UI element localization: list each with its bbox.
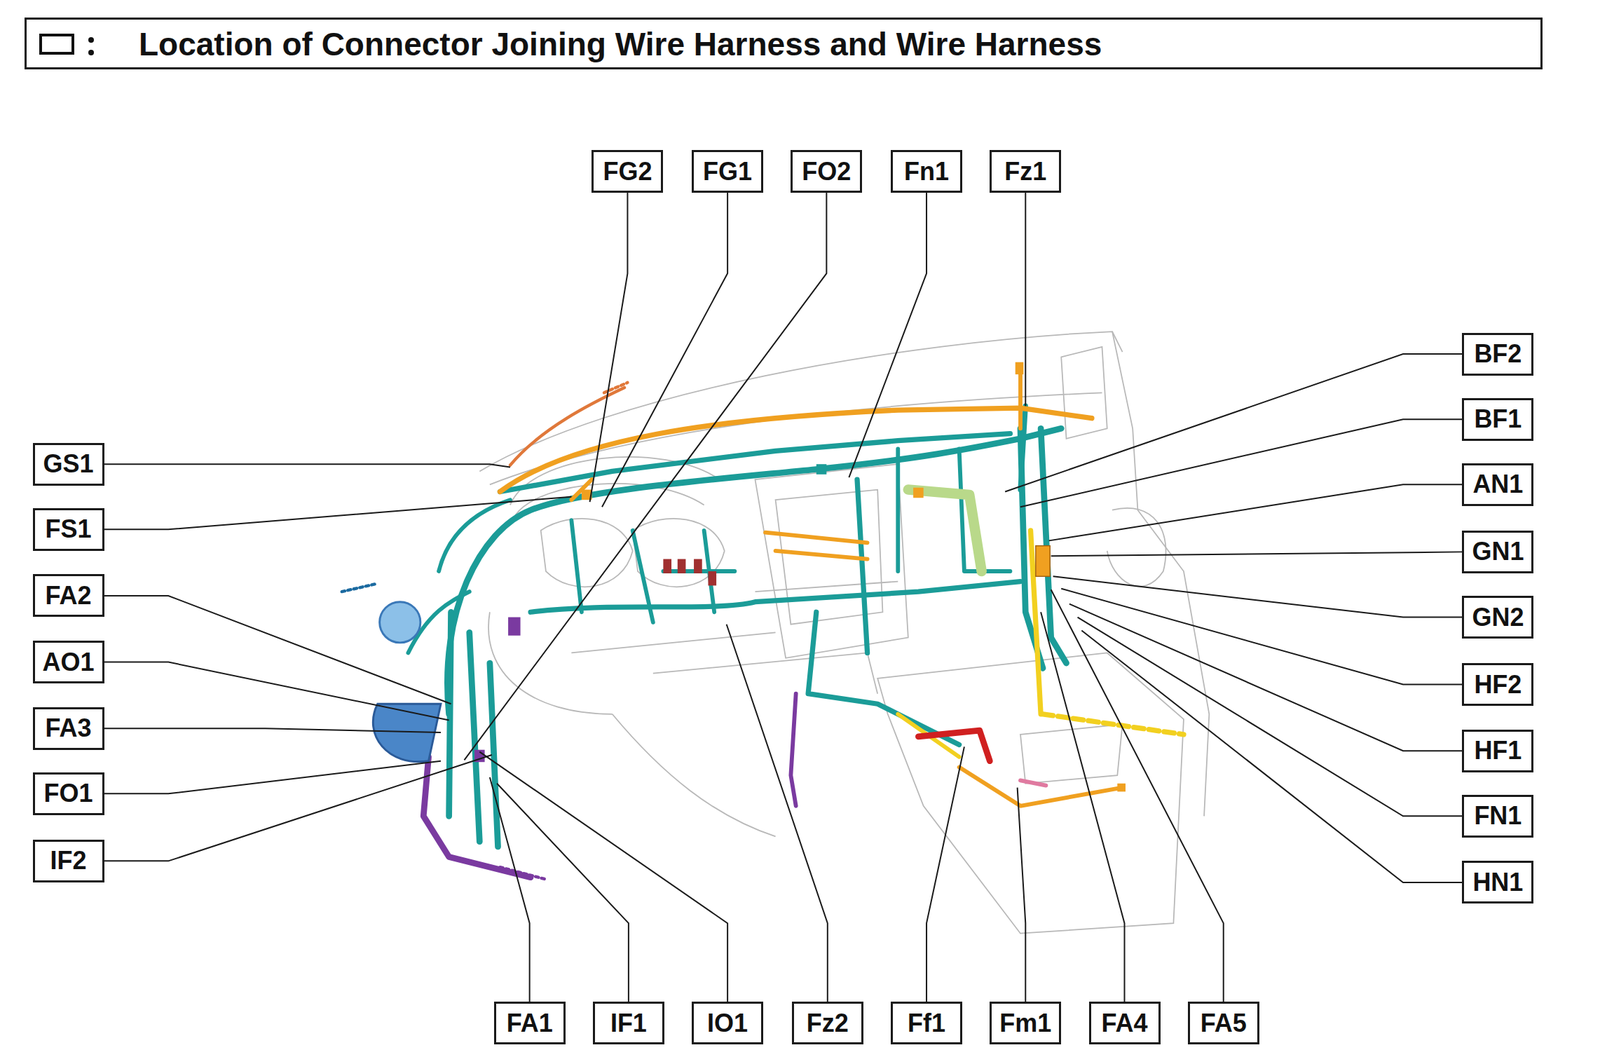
leader-line xyxy=(104,728,441,733)
connector-code: BF2 xyxy=(1473,341,1522,367)
leader-line xyxy=(1017,787,1027,1003)
connector-blocks xyxy=(474,362,1126,792)
connector-code-box: FA3 xyxy=(32,707,105,750)
connector-code-box: AN1 xyxy=(1461,463,1534,507)
leader-line xyxy=(726,624,828,1003)
connector-code-box: IF2 xyxy=(32,839,105,883)
connector-code: HN1 xyxy=(1472,869,1523,895)
leader-line xyxy=(1061,588,1462,685)
connector-code: GS1 xyxy=(43,451,94,477)
connector-code: FO2 xyxy=(801,159,851,185)
connector-code-box: FO1 xyxy=(32,772,105,816)
connector-code-box: FA2 xyxy=(32,573,105,617)
connector-code: IF1 xyxy=(610,1010,647,1036)
body-outline xyxy=(479,331,1209,934)
connector-code: Ff1 xyxy=(907,1010,946,1036)
leader-line xyxy=(1051,589,1224,1002)
connector-code: FN1 xyxy=(1473,803,1522,829)
leader-line xyxy=(602,192,728,507)
connector-code: AO1 xyxy=(42,649,95,675)
connector-code: FA1 xyxy=(506,1010,553,1036)
title-box: Location of Connector Joining Wire Harne… xyxy=(24,17,1543,70)
connector-code-box: GS1 xyxy=(32,442,105,486)
connector-code-box: FA4 xyxy=(1089,1001,1161,1045)
leader-line xyxy=(1053,576,1463,617)
connector-code: GN2 xyxy=(1471,604,1524,631)
leader-line xyxy=(1081,630,1462,882)
wire-harness xyxy=(342,367,1184,880)
leader-line xyxy=(1049,484,1463,541)
connector-symbol xyxy=(26,19,139,69)
connector-code-box: Fz1 xyxy=(989,149,1062,193)
connector-code-box: FS1 xyxy=(32,508,105,551)
connector-code: Fz2 xyxy=(806,1010,849,1036)
connector-code: GN1 xyxy=(1471,538,1524,565)
leader-line xyxy=(104,496,572,530)
connector-code: HF1 xyxy=(1473,737,1522,764)
connector-code-box: Fm1 xyxy=(989,1001,1062,1045)
leader-line xyxy=(104,662,450,721)
leader-line xyxy=(1004,353,1462,492)
leader-line xyxy=(104,595,452,704)
leader-line xyxy=(1069,604,1463,752)
title-text: Location of Connector Joining Wire Harne… xyxy=(138,26,1102,63)
leader-line xyxy=(1020,419,1462,507)
leader-line xyxy=(1040,611,1125,1002)
connector-code-box: BF1 xyxy=(1461,398,1534,441)
leader-line xyxy=(104,754,492,861)
connector-code: FA2 xyxy=(45,583,92,609)
connector-code-box: HF1 xyxy=(1461,729,1534,773)
connector-code: IO1 xyxy=(707,1010,748,1036)
connector-code-box: BF2 xyxy=(1461,332,1534,376)
connector-code: IF2 xyxy=(50,848,87,874)
connector-code: FA4 xyxy=(1101,1010,1148,1036)
connector-code-box: HF2 xyxy=(1461,662,1534,706)
connector-code: Fn1 xyxy=(904,159,949,185)
leader-line xyxy=(926,746,965,1002)
leader-line xyxy=(104,463,511,467)
connector-code: FG2 xyxy=(602,159,652,185)
connector-code: FO1 xyxy=(44,780,94,806)
connector-code-box: IO1 xyxy=(691,1001,764,1045)
connector-code: HF2 xyxy=(1473,672,1522,698)
connector-code-box: Ff1 xyxy=(890,1001,963,1045)
connector-code-box: FN1 xyxy=(1461,794,1534,838)
connector-code: BF1 xyxy=(1473,406,1522,432)
connector-code-box: AO1 xyxy=(32,640,105,684)
connector-code-box: FA1 xyxy=(494,1001,566,1045)
leader-line xyxy=(479,751,728,1003)
connector-code-box: GN2 xyxy=(1461,595,1534,639)
connector-code: FA5 xyxy=(1200,1010,1247,1036)
connector-code: FS1 xyxy=(45,516,92,542)
connector-code-box: FA5 xyxy=(1187,1001,1260,1045)
leader-line xyxy=(463,192,827,760)
leader-line xyxy=(590,192,628,502)
leader-line xyxy=(496,783,629,1003)
leader-line xyxy=(848,192,927,478)
connector-code-box: GN1 xyxy=(1461,530,1534,574)
leader-line xyxy=(1077,617,1463,817)
connector-code-box: IF1 xyxy=(592,1001,665,1045)
connector-code: Fm1 xyxy=(999,1010,1052,1036)
connector-code: FG1 xyxy=(702,159,752,185)
connector-code: Fz1 xyxy=(1004,159,1047,185)
connector-code-box: Fz2 xyxy=(791,1001,864,1045)
connector-code-box: FO2 xyxy=(790,149,863,193)
leader-line xyxy=(1024,192,1027,406)
connector-code-box: FG2 xyxy=(591,149,663,193)
connector-code: AN1 xyxy=(1472,471,1523,497)
connector-code-box: FG1 xyxy=(691,149,764,193)
connector-code-box: Fn1 xyxy=(890,149,963,193)
connector-code-box: HN1 xyxy=(1461,860,1534,904)
leader-line xyxy=(1051,551,1463,556)
connector-code: FA3 xyxy=(45,715,92,741)
